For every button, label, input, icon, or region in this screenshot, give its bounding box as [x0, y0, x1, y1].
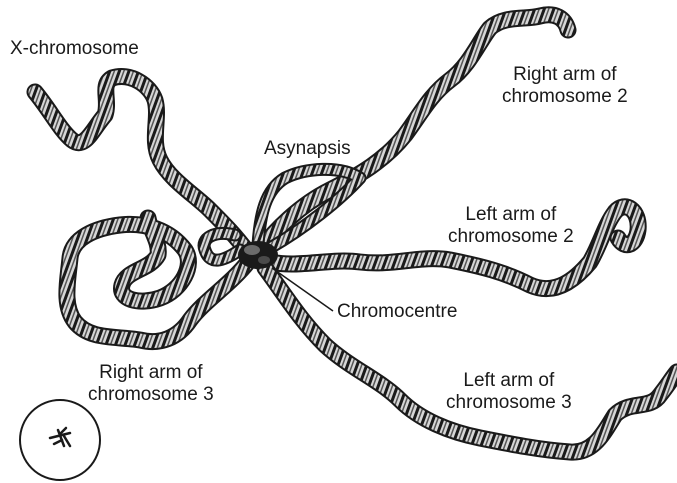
nucleus-inset — [20, 400, 100, 480]
label-x-chromosome: X-chromosome — [10, 38, 139, 60]
label-asynapsis: Asynapsis — [264, 138, 351, 160]
label-left-arm-chromosome-2: Left arm of chromosome 2 — [448, 204, 574, 248]
label-right-arm-chromosome-3: Right arm of chromosome 3 — [88, 362, 214, 406]
chromocentre-mass — [238, 241, 278, 269]
label-chromocentre: Chromocentre — [337, 301, 457, 323]
left-arm-chromosome-3 — [265, 268, 677, 452]
right-arm-chromosome-3 — [67, 218, 248, 342]
label-left-arm-chromosome-3: Left arm of chromosome 3 — [446, 370, 572, 414]
label-right-arm-chromosome-2: Right arm of chromosome 2 — [502, 64, 628, 108]
